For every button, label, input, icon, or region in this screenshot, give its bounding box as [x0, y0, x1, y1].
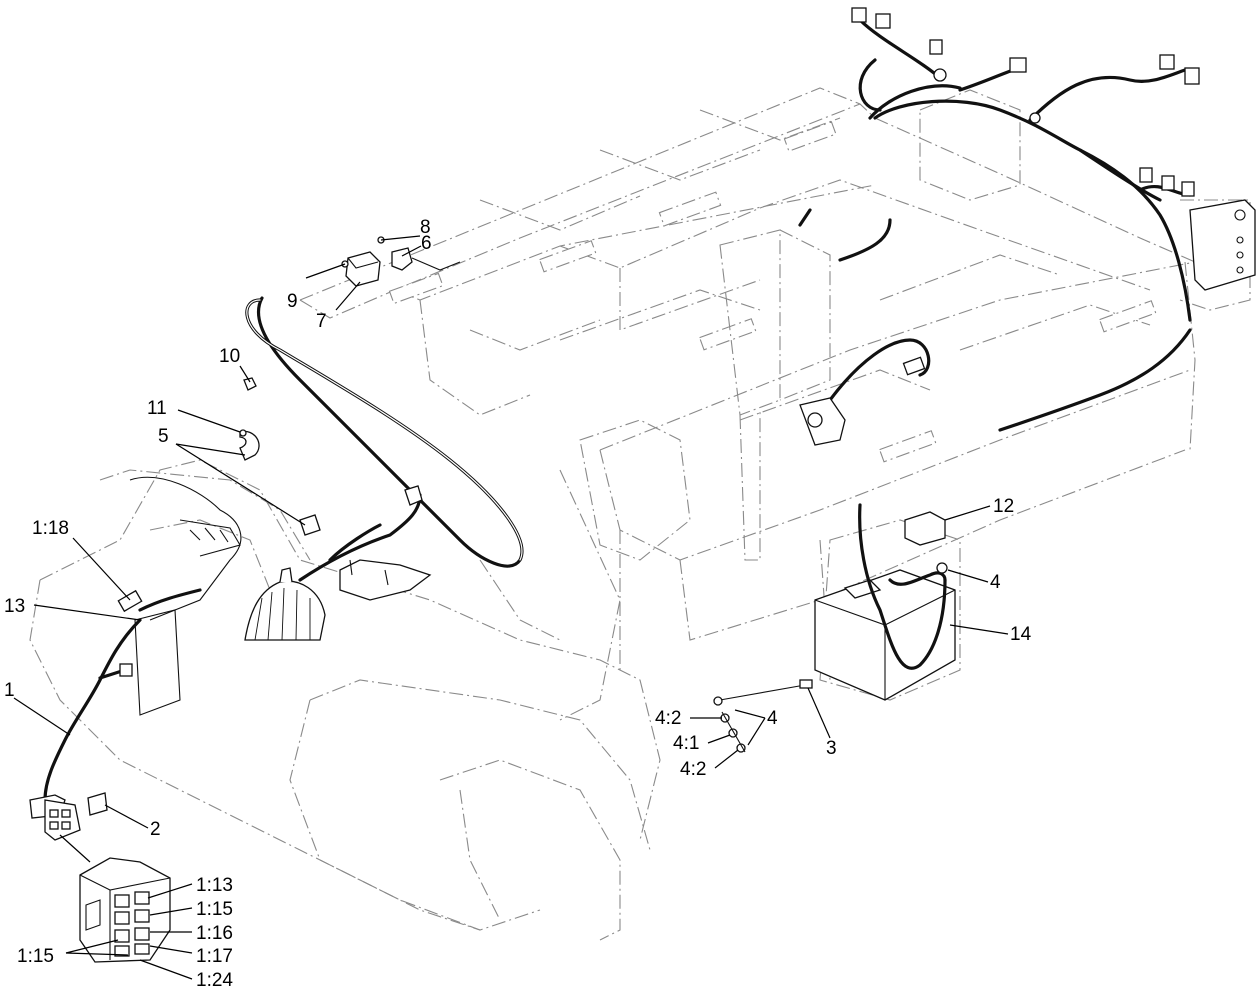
callout-4-hardware: 4	[767, 708, 778, 729]
machine-frame-phantom	[29, 87, 1251, 941]
frame-harness-middle	[798, 208, 1192, 446]
callout-1-17: 1:17	[196, 946, 233, 967]
hardware-4-stack	[720, 711, 746, 753]
callout-6: 6	[421, 233, 432, 254]
callout-3: 3	[826, 738, 837, 759]
callout-9: 9	[287, 291, 298, 312]
callout-2: 2	[150, 819, 161, 840]
leader-lines	[13, 235, 1009, 980]
control-joystick	[244, 485, 432, 641]
callout-8: 8	[420, 217, 431, 238]
callout-1-15-left: 1:15	[17, 946, 54, 967]
callout-7: 7	[316, 311, 327, 332]
callout-4-1: 4:1	[673, 733, 699, 754]
callout-12: 12	[993, 496, 1014, 517]
callout-4-battery: 4	[990, 572, 1001, 593]
rear-main-harness	[851, 7, 1256, 322]
callout-1-24: 1:24	[196, 970, 233, 991]
callout-1-13: 1:13	[196, 875, 233, 896]
harness-1	[29, 588, 202, 841]
callout-4-2-lower: 4:2	[680, 759, 706, 780]
callout-labels: 8 6 9 7 10 11 5 1:18 13 1 2 12 4 14 3 4:…	[4, 217, 1032, 991]
relay-assembly	[341, 236, 461, 287]
callout-1-18: 1:18	[32, 518, 69, 539]
cable-3	[713, 679, 813, 706]
dash-area	[117, 476, 242, 716]
callout-1: 1	[4, 680, 15, 701]
callout-14: 14	[1010, 624, 1032, 645]
callout-13: 13	[4, 596, 25, 617]
callout-1-15-right: 1:15	[196, 899, 233, 920]
harness-5-loop	[245, 296, 524, 582]
connector-detail	[79, 857, 171, 963]
callout-1-16: 1:16	[196, 923, 233, 944]
callout-5: 5	[158, 426, 169, 447]
callout-10: 10	[219, 346, 240, 367]
callout-11: 11	[147, 398, 167, 419]
callout-4-2-upper: 4:2	[655, 708, 681, 729]
battery-assembly	[814, 503, 956, 701]
clip-parts	[239, 377, 321, 536]
